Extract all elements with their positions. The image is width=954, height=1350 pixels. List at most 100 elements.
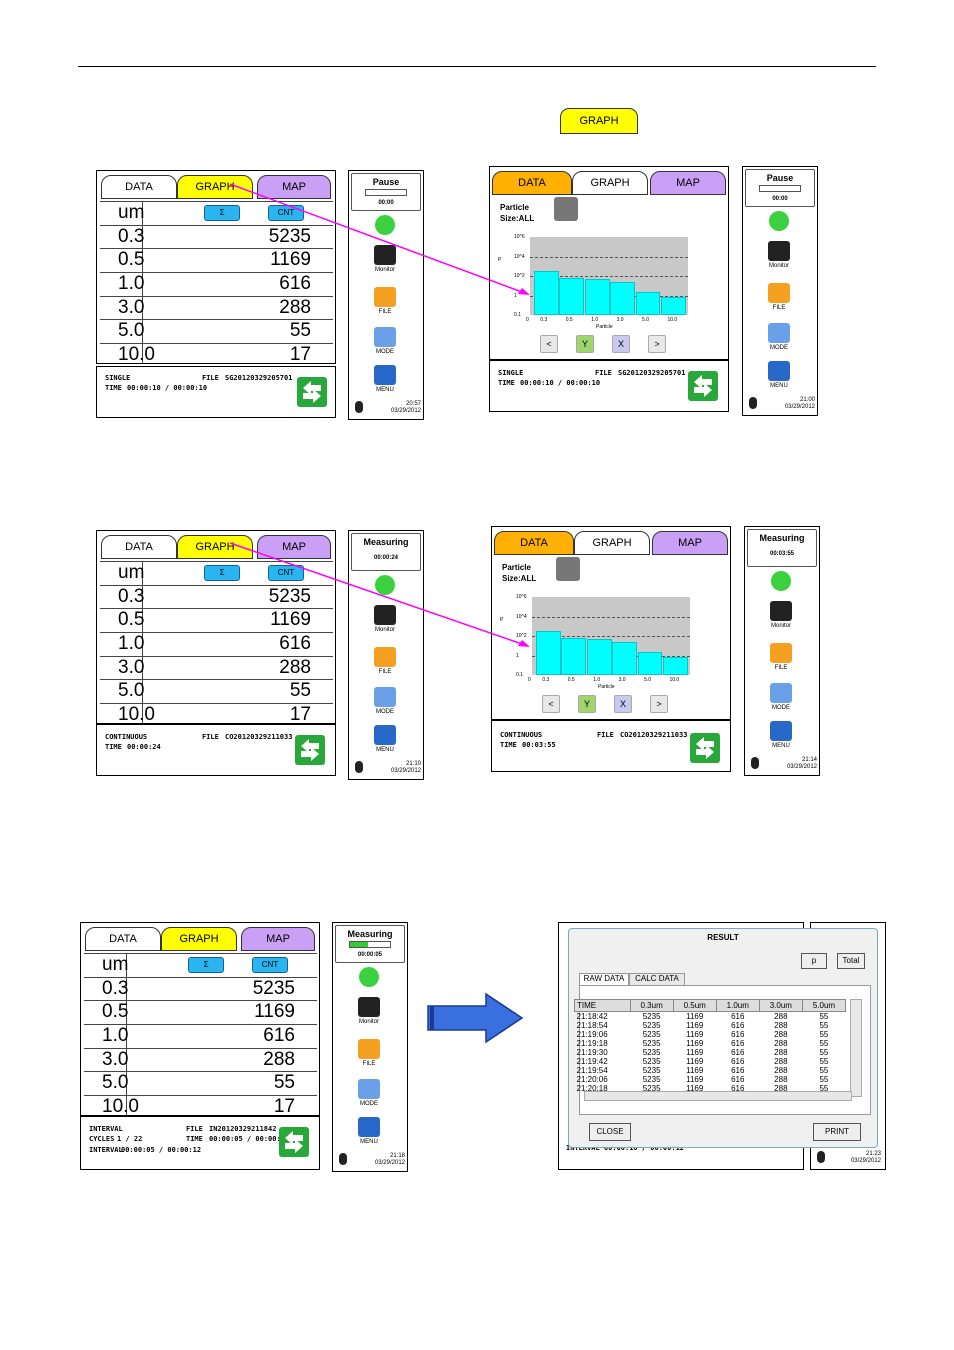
file-icon[interactable]: [374, 647, 396, 667]
mouse-icon: [751, 757, 759, 769]
column-header: TIME: [574, 999, 631, 1012]
swap-arrow-icon[interactable]: [295, 735, 325, 765]
x-button[interactable]: X: [614, 695, 632, 713]
tab-map[interactable]: MAP: [257, 535, 331, 559]
left-arrow-button[interactable]: <: [540, 335, 558, 353]
graph-bar: [559, 277, 585, 315]
cnt-button[interactable]: CNT: [252, 957, 288, 973]
swap-arrow-icon[interactable]: [297, 377, 327, 407]
tab-data[interactable]: DATA: [494, 531, 574, 555]
file-icon[interactable]: [768, 283, 790, 303]
play-icon[interactable]: [769, 211, 789, 231]
tab-graph[interactable]: GRAPH: [574, 531, 650, 555]
x-tick-label: 1.0: [591, 317, 599, 323]
mode-icon[interactable]: [358, 1079, 380, 1099]
menu-icon[interactable]: [358, 1117, 380, 1137]
y-tick-label: 1: [516, 652, 519, 659]
y-axis-label: P: [500, 617, 504, 623]
file-icon[interactable]: [374, 287, 396, 307]
swap-arrow-icon[interactable]: [279, 1127, 309, 1157]
tab-map[interactable]: MAP: [650, 171, 726, 195]
mode-icon[interactable]: [374, 327, 396, 347]
pause-icon[interactable]: [359, 967, 379, 987]
graph-plot-area: [532, 597, 690, 675]
close-button[interactable]: CLOSE: [589, 1123, 631, 1141]
menu-icon[interactable]: [374, 365, 396, 385]
y-tick-label: 10^4: [514, 253, 525, 260]
y-button[interactable]: Y: [578, 695, 596, 713]
tab-map[interactable]: MAP: [652, 531, 728, 555]
vertical-scrollbar[interactable]: [850, 999, 862, 1097]
graph-bar: [612, 641, 637, 675]
tab-graph[interactable]: GRAPH: [177, 535, 253, 559]
swap-icon[interactable]: [556, 557, 580, 581]
monitor-icon[interactable]: [770, 601, 792, 621]
monitor-icon[interactable]: [374, 245, 396, 265]
tab-data[interactable]: DATA: [101, 175, 177, 199]
menu-icon[interactable]: [770, 721, 792, 741]
pause-icon[interactable]: [771, 571, 791, 591]
total-button[interactable]: Total: [837, 953, 865, 969]
y-tick-label: 1: [514, 292, 517, 299]
monitor-icon[interactable]: [374, 605, 396, 625]
sigma-button[interactable]: Σ: [204, 565, 240, 581]
print-button[interactable]: PRINT: [813, 1123, 861, 1141]
x-axis-label: Particle: [598, 684, 615, 690]
mouse-icon: [355, 761, 363, 773]
tab-data[interactable]: DATA: [101, 535, 177, 559]
swap-icon[interactable]: [554, 197, 578, 221]
right-arrow-button[interactable]: >: [648, 335, 666, 353]
y-tick-label: 10^4: [516, 613, 527, 620]
header-rule: [78, 66, 876, 67]
menu-icon[interactable]: [768, 361, 790, 381]
monitor-icon[interactable]: [358, 997, 380, 1017]
mode-icon[interactable]: [768, 323, 790, 343]
tab-data[interactable]: DATA: [85, 927, 161, 951]
swap-arrow-icon[interactable]: [688, 371, 718, 401]
tab-data[interactable]: DATA: [492, 171, 572, 195]
file-icon[interactable]: [358, 1039, 380, 1059]
tab-graph[interactable]: GRAPH: [572, 171, 648, 195]
x-button[interactable]: X: [612, 335, 630, 353]
file-icon[interactable]: [770, 643, 792, 663]
mode-icon[interactable]: [770, 683, 792, 703]
mode-icon[interactable]: [374, 687, 396, 707]
y-tick-label: 10^6: [516, 594, 527, 600]
cnt-button[interactable]: CNT: [268, 565, 304, 581]
monitor-icon[interactable]: [768, 241, 790, 261]
sigma-button[interactable]: Σ: [188, 957, 224, 973]
tab-graph[interactable]: GRAPH: [177, 175, 253, 199]
p-button[interactable]: p: [801, 953, 827, 969]
play-icon[interactable]: [375, 215, 395, 235]
swap-arrow-icon[interactable]: [690, 733, 720, 763]
sigma-button[interactable]: Σ: [204, 205, 240, 221]
right-arrow-button[interactable]: >: [650, 695, 668, 713]
tab-map[interactable]: MAP: [241, 927, 315, 951]
pause-icon[interactable]: [375, 575, 395, 595]
left-arrow-button[interactable]: <: [542, 695, 560, 713]
menu-icon[interactable]: [374, 725, 396, 745]
tab-graph[interactable]: GRAPH: [161, 927, 237, 951]
graph-bar: [584, 278, 610, 315]
y-button[interactable]: Y: [576, 335, 594, 353]
horizontal-scrollbar[interactable]: [584, 1091, 852, 1101]
tab-map[interactable]: MAP: [257, 175, 331, 199]
x-tick-label: 0.3: [542, 677, 550, 683]
